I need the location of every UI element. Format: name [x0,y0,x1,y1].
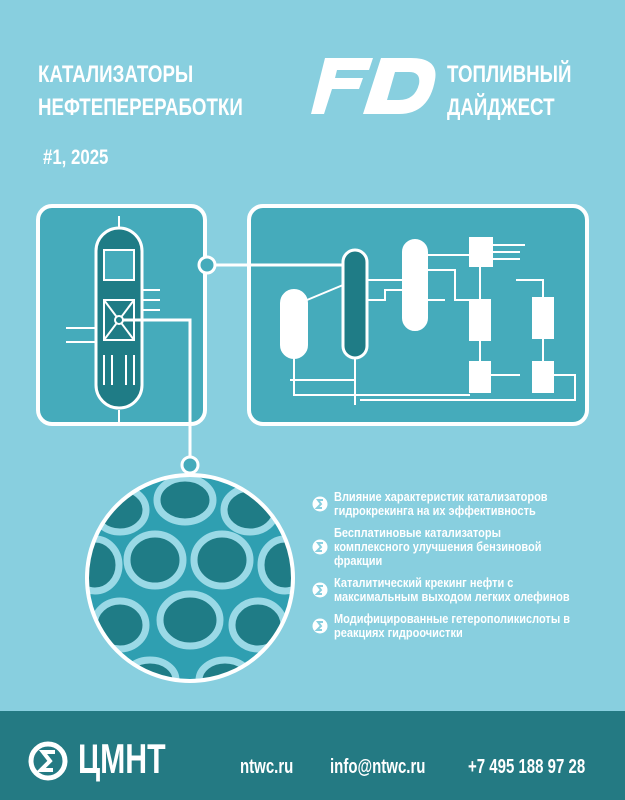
fd-logo [311,58,436,114]
cmnt-bullet-icon [312,496,328,512]
issue-number: #1, 2025 [43,146,109,169]
connector-node [197,255,217,275]
cmnt-bullet-icon [312,582,328,598]
article-list: Влияние характеристик катализаторов гидр… [312,490,612,648]
article-title: Бесплатиновые катализаторы комплексного … [334,526,542,568]
zeolite-structure [87,475,293,681]
footer: ЦМНТ ntwc.ru info@ntwc.ru +7 495 188 97 … [0,711,625,800]
website-link[interactable]: ntwc.ru [240,756,294,778]
title-line-1: КАТАЛИЗАТОРЫ [38,61,194,88]
magazine-name: ТОПЛИВНЫЙ ДАЙДЖЕСТ [447,58,606,124]
connector-node [180,455,200,475]
phone-number[interactable]: +7 495 188 97 28 [468,756,586,778]
title-line-2: НЕФТЕПЕРЕРАБОТКИ [38,94,243,121]
article-title: Каталитический крекинг нефти с максималь… [334,576,570,604]
article-title: Влияние характеристик катализаторов гидр… [334,490,548,518]
issue-topic-title: КАТАЛИЗАТОРЫ НЕФТЕПЕРЕРАБОТКИ [38,58,301,124]
magazine-name-line-2: ДАЙДЖЕСТ [447,94,555,121]
refinery-illustration [36,204,589,683]
cmnt-logo-icon [28,741,68,781]
process-flow [280,237,576,405]
brand-name: ЦМНТ [78,735,166,782]
email-link[interactable]: info@ntwc.ru [330,756,426,778]
article-item: Каталитический крекинг нефти с максималь… [312,576,612,604]
cmnt-bullet-icon [312,539,328,555]
article-title: Модифицированные гетерополикислоты в реа… [334,612,571,640]
article-item: Влияние характеристик катализаторов гидр… [312,490,612,518]
article-item: Модифицированные гетерополикислоты в реа… [312,612,612,640]
cmnt-bullet-icon [312,618,328,634]
magazine-name-line-1: ТОПЛИВНЫЙ [447,61,572,88]
article-item: Бесплатиновые катализаторы комплексного … [312,526,612,568]
